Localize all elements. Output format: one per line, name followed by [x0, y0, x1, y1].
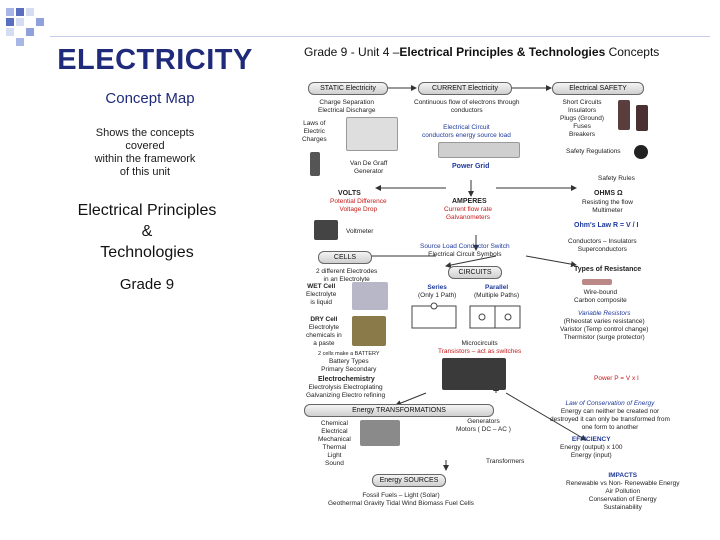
- components-image: [442, 358, 506, 390]
- voltmeter-image: [314, 220, 338, 240]
- motor-image: [360, 420, 400, 446]
- energy-sources-list: Fossil Fuels – Light (Solar)Geothermal G…: [328, 492, 474, 508]
- circuit-diagrams: [406, 300, 526, 336]
- plug-image: [618, 100, 630, 130]
- wet-cell-image: [352, 282, 388, 310]
- safety-regulations: Safety Regulations: [566, 148, 621, 156]
- resistance-types: Types of Resistance: [574, 266, 641, 274]
- circuits-box: CIRCUITS: [448, 266, 502, 279]
- csa-logo-icon: [634, 145, 648, 159]
- power-grid-label: Power Grid: [452, 163, 489, 171]
- resistor-image: [582, 279, 612, 285]
- variable-resistors: Variable Resistors(Rheostat varies resis…: [560, 310, 648, 342]
- voltmeter-label: Voltmeter: [346, 228, 373, 236]
- ohms-label: OHMS Ω: [594, 190, 623, 198]
- slide-subtitle: Concept Map: [40, 90, 260, 107]
- static-electricity-box: STATIC Electricity: [308, 82, 388, 95]
- charge-diagram-image: [346, 117, 398, 151]
- transformers-label: Transformers: [486, 458, 524, 466]
- safety-rules: Safety Rules: [598, 175, 635, 183]
- electrical-safety-box: Electrical SAFETY: [552, 82, 644, 95]
- slide-title: ELECTRICITY: [40, 44, 270, 77]
- energy-transformations-box: Energy TRANSFORMATIONS: [304, 404, 494, 417]
- outlet-image: [636, 105, 648, 131]
- volts-label: VOLTS: [338, 190, 361, 198]
- header-rule: [50, 36, 710, 37]
- cells-box: CELLS: [318, 251, 372, 264]
- power-formula: Power P = V x I: [594, 375, 639, 383]
- slide-description: Shows the concepts covered within the fr…: [60, 127, 230, 179]
- circuit-image: [438, 142, 520, 158]
- current-electricity-box: CURRENT Electricity: [418, 82, 512, 95]
- map-title: Grade 9 - Unit 4 –Electrical Principles …: [304, 45, 659, 59]
- amperes-label: AMPERES: [452, 198, 487, 206]
- ohms-law: Ohm's Law R = V / I: [574, 222, 639, 230]
- energy-sources-box: Energy SOURCES: [372, 474, 446, 487]
- topic-heading: Electrical Principles & Technologies: [40, 200, 254, 263]
- series-label: Series(Only 1 Path): [418, 284, 456, 300]
- dry-cell-image: [352, 316, 386, 346]
- grade-label: Grade 9: [40, 276, 254, 293]
- electrochemistry: Electrochemistry: [318, 376, 375, 384]
- parallel-label: Parallel(Multiple Paths): [474, 284, 519, 300]
- van-de-graff-image: [310, 152, 320, 176]
